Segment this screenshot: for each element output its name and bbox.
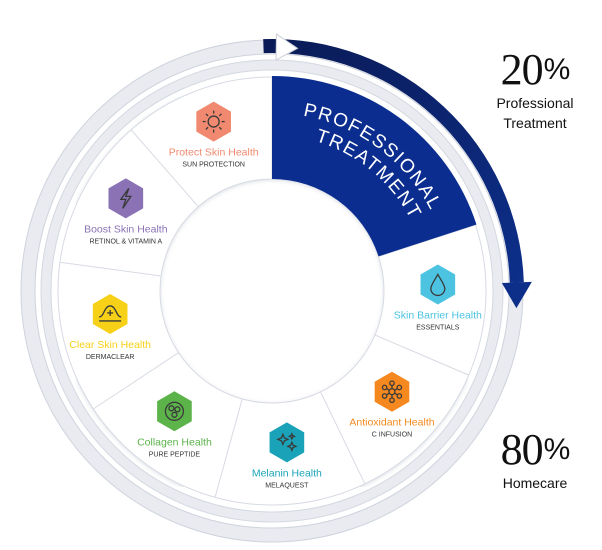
segment-title: Melanin Health xyxy=(252,467,322,479)
segment-subtitle: SUN PROTECTION xyxy=(182,162,245,169)
droplet-badge xyxy=(420,264,456,305)
professional-arrow-head xyxy=(501,281,532,309)
segment-divider xyxy=(320,391,366,485)
droplet-icon xyxy=(430,273,446,297)
segment-title: Antioxidant Health xyxy=(349,417,434,429)
collagen-icon xyxy=(164,401,185,421)
segment-title: Collagen Health xyxy=(137,436,212,448)
segment-divider xyxy=(59,261,162,277)
segment-subtitle: ESSENTIALS xyxy=(416,324,460,331)
molecule-icon xyxy=(381,380,403,404)
professional-treatment-segment xyxy=(272,76,477,257)
segment-divider xyxy=(374,334,469,376)
segment-subtitle: DERMACLEAR xyxy=(86,354,135,361)
sparkle-icon xyxy=(276,432,298,452)
professional-arrow xyxy=(263,38,524,283)
segment-subtitle: MELAQUEST xyxy=(265,482,309,489)
segment-subtitle: PURE PEPTIDE xyxy=(149,451,201,458)
lightning-badge xyxy=(108,178,144,219)
homecare-arrow-head xyxy=(275,33,299,61)
homecare-value: 80 xyxy=(500,425,544,474)
segment-divider xyxy=(130,129,199,207)
sparkle-badge xyxy=(269,422,305,463)
segment-title: Skin Barrier Health xyxy=(394,309,482,321)
segment-title: Boost Skin Health xyxy=(84,223,168,235)
segment-antioxidant: Antioxidant Health C INFUSION xyxy=(349,371,435,439)
segment-divider xyxy=(93,352,179,410)
lightning-icon xyxy=(119,187,133,209)
segment-subtitle: C INFUSION xyxy=(372,432,412,439)
segment-title: Protect Skin Health xyxy=(169,147,259,159)
homecare-percentage: 80% Homecare xyxy=(480,428,590,492)
professional-caption-line2: Treatment xyxy=(503,115,567,131)
homecare-caption: Homecare xyxy=(502,475,568,491)
sun-icon xyxy=(202,110,225,133)
professional-value: 20 xyxy=(500,45,544,94)
segment-subtitle: RETINOL & VITAMIN A xyxy=(89,238,162,245)
collagen-badge xyxy=(157,391,192,432)
sun-badge xyxy=(196,101,231,142)
segment-title: Clear Skin Health xyxy=(69,339,151,351)
follicle-icon xyxy=(98,305,122,322)
segment-divider xyxy=(214,398,243,498)
professional-percentage: 20% Professional Treatment xyxy=(480,48,590,132)
molecule-badge xyxy=(374,371,410,412)
homecare-unit: % xyxy=(543,433,571,466)
professional-caption-line1: Professional xyxy=(496,95,574,111)
professional-unit: % xyxy=(543,53,571,86)
